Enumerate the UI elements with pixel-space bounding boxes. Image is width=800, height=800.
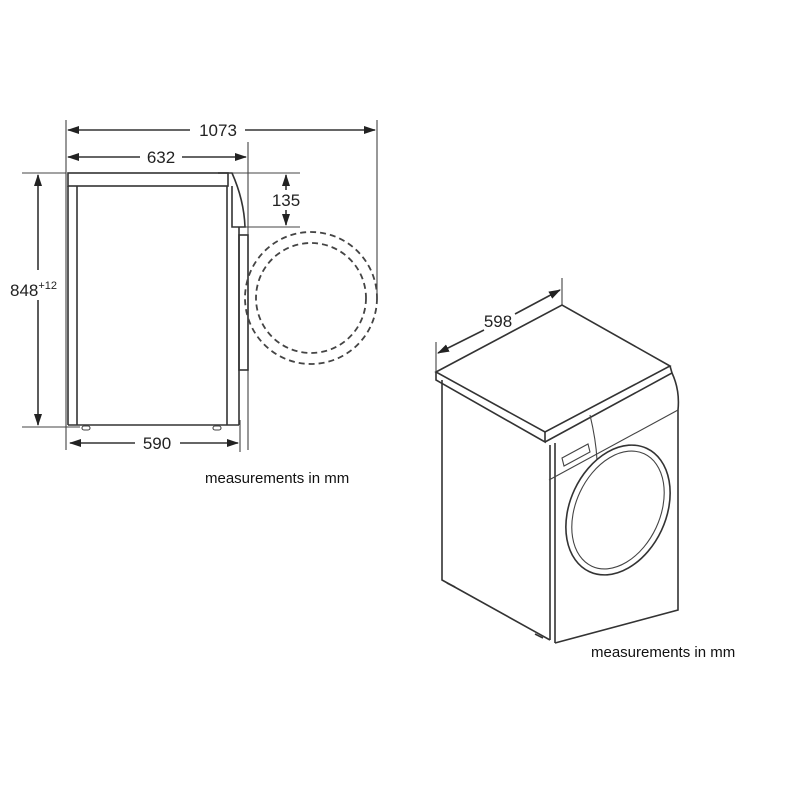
dim-line-width-left bbox=[437, 329, 485, 354]
control-panel-profile bbox=[218, 172, 246, 228]
dim-base-depth: 590 bbox=[143, 434, 171, 453]
dim-door-offset: 135 bbox=[272, 191, 300, 210]
dim-height-label: 848+12 bbox=[10, 280, 57, 300]
iso-display bbox=[561, 443, 591, 467]
isometric-view: 598 measurements in mm bbox=[434, 278, 735, 661]
foot-rear bbox=[81, 425, 91, 431]
iso-worktop-side-edge bbox=[435, 372, 546, 444]
door-closed bbox=[238, 234, 249, 371]
iso-door-outer bbox=[565, 444, 671, 576]
iso-control-panel-bottom bbox=[548, 409, 679, 481]
dim-depth: 632 bbox=[147, 148, 175, 167]
foot-front bbox=[212, 425, 222, 431]
dim-width: 598 bbox=[484, 312, 512, 331]
side-view-caption: measurements in mm bbox=[205, 470, 349, 487]
iso-foot-front bbox=[534, 633, 544, 639]
dim-total-depth: 1073 bbox=[199, 121, 237, 140]
iso-door-inner bbox=[571, 450, 665, 570]
iso-side-panel bbox=[441, 380, 551, 641]
iso-control-panel-divider bbox=[589, 414, 598, 461]
iso-front-panel bbox=[554, 372, 680, 644]
door-swing-outer bbox=[244, 231, 378, 365]
iso-worktop-top bbox=[434, 304, 672, 433]
side-view: 1073 632 135 848+12 590 me bbox=[10, 120, 378, 487]
worktop bbox=[67, 172, 229, 187]
iso-foot-left bbox=[446, 582, 456, 588]
dim-line-width-right bbox=[514, 289, 561, 315]
door-swing-inner bbox=[255, 242, 367, 354]
iso-view-caption: measurements in mm bbox=[591, 644, 735, 661]
dim-height-tolerance: +12 bbox=[38, 280, 57, 292]
dim-height: 848 bbox=[10, 281, 38, 300]
iso-worktop-front-edge bbox=[544, 365, 673, 443]
